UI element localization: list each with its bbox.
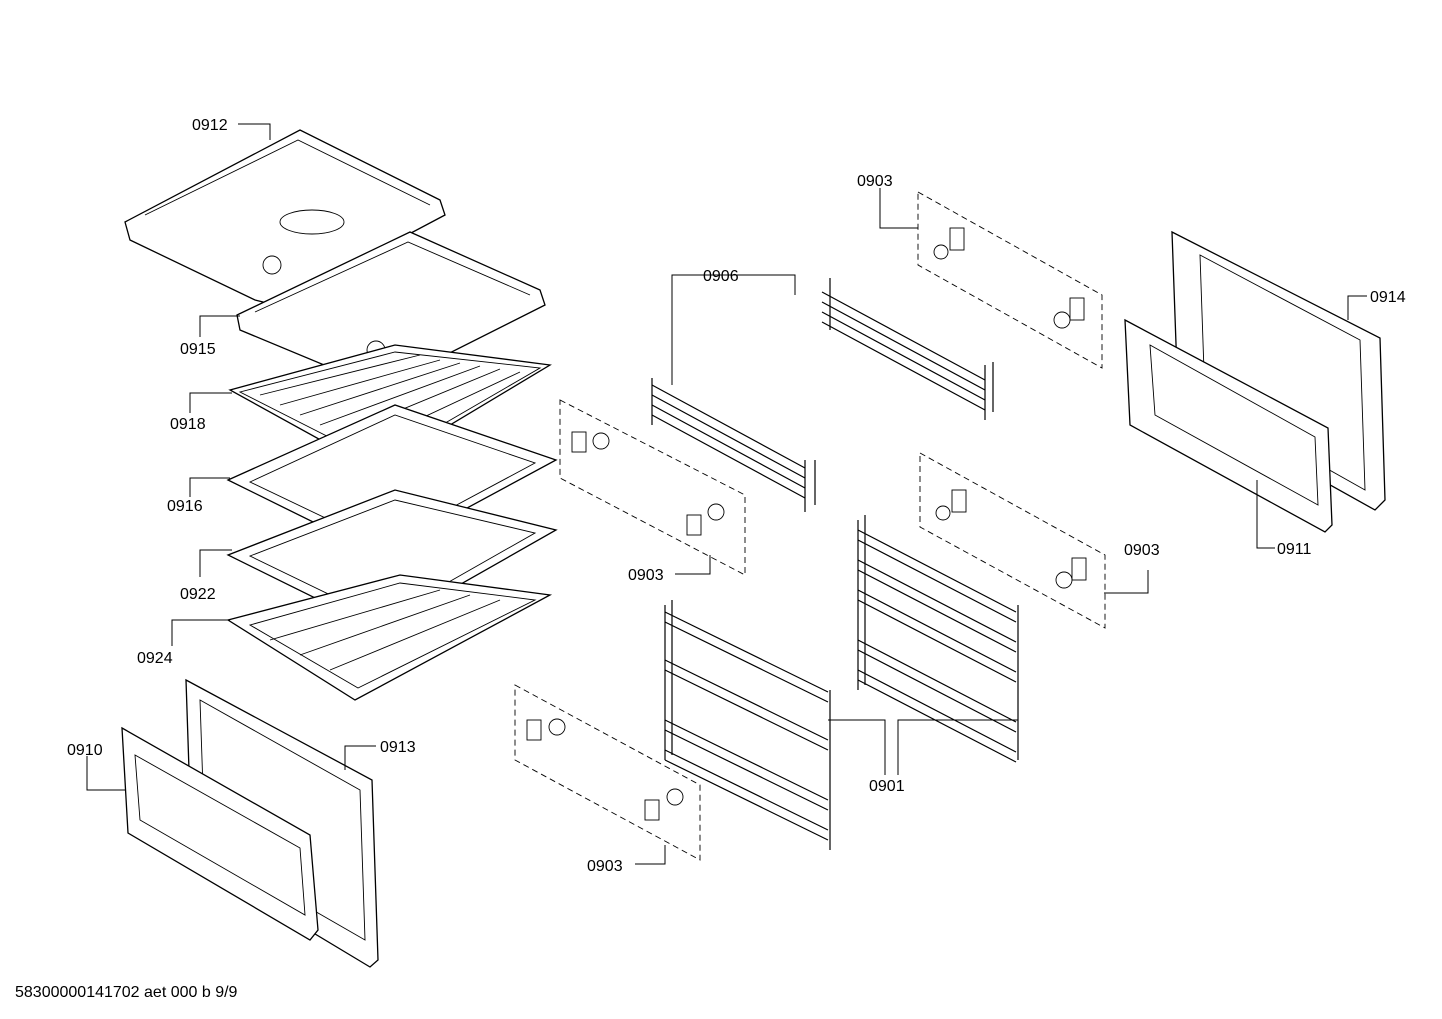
document-code: 58300000141702 aet 000 b 9/9 xyxy=(15,984,238,1001)
part-0911-side-panel xyxy=(1124,318,1333,533)
label-0912: 0912 xyxy=(192,117,228,134)
label-0916: 0916 xyxy=(167,498,203,515)
part-0906-rail-left xyxy=(651,378,816,512)
clip-group-mid-left xyxy=(559,399,746,576)
label-0911: 0911 xyxy=(1277,541,1312,558)
label-0906: 0906 xyxy=(703,268,739,285)
part-0901-side-ladder-left xyxy=(664,600,831,850)
part-0906-rail-right xyxy=(821,278,994,420)
clip-group-bottom xyxy=(514,684,701,861)
label-0903-mid-left: 0903 xyxy=(628,567,664,584)
label-0922: 0922 xyxy=(180,586,216,603)
label-0915: 0915 xyxy=(180,341,216,358)
clip-group-top xyxy=(917,191,1103,369)
label-0913: 0913 xyxy=(380,739,416,756)
part-0915-second-plate xyxy=(236,231,546,389)
label-0914: 0914 xyxy=(1370,289,1406,306)
label-0903-bottom: 0903 xyxy=(587,858,623,875)
label-0918: 0918 xyxy=(170,416,206,433)
part-0910-side-panel xyxy=(121,726,319,941)
part-0924-grill-grid xyxy=(226,574,553,701)
label-0901: 0901 xyxy=(869,778,905,795)
label-0924: 0924 xyxy=(137,650,173,667)
clip-group-mid-right xyxy=(919,452,1106,629)
label-0903-top: 0903 xyxy=(857,173,893,190)
leader-lines xyxy=(86,123,1367,865)
label-0903-mid-right: 0903 xyxy=(1124,542,1160,559)
label-0910: 0910 xyxy=(67,742,103,759)
part-0901-side-ladder-right xyxy=(857,515,1019,763)
